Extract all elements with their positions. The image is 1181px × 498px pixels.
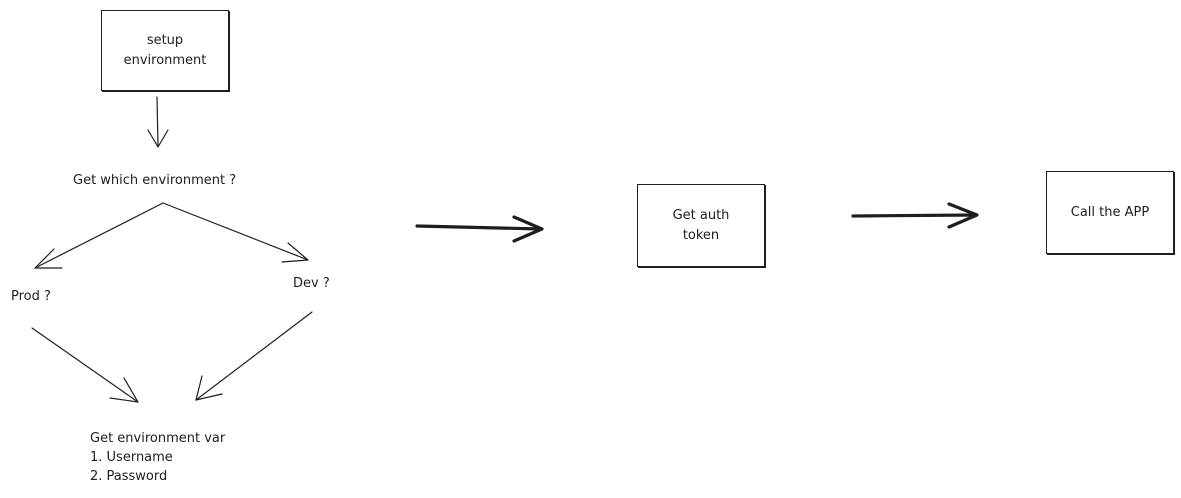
get-auth-token-label: Get auth token [672, 207, 730, 243]
arrow-to-prod [34, 202, 164, 269]
arrow-to-dev [162, 202, 309, 263]
setup-environment-label: setup environment [123, 32, 207, 68]
arrow-to-auth-token [415, 215, 544, 243]
setup-environment-box: setup environment [101, 10, 229, 91]
get-auth-token-box: Get auth token [637, 184, 765, 267]
call-the-app-box: Call the APP [1046, 171, 1174, 254]
arrow-prod-to-env-var [31, 327, 139, 403]
which-environment-label: Get which environment ? [73, 173, 237, 188]
arrow-dev-to-env-var [195, 311, 313, 401]
prod-label: Prod ? [11, 289, 51, 304]
env-var-item-username: 1. Username [90, 450, 173, 465]
dev-label: Dev ? [293, 276, 330, 291]
env-var-item-password: 2. Password [90, 469, 168, 484]
env-var-title: Get environment var [90, 431, 226, 446]
arrow-auth-to-app [851, 202, 979, 229]
arrow-setup-to-question [147, 96, 169, 148]
call-the-app-label: Call the APP [1070, 204, 1150, 220]
